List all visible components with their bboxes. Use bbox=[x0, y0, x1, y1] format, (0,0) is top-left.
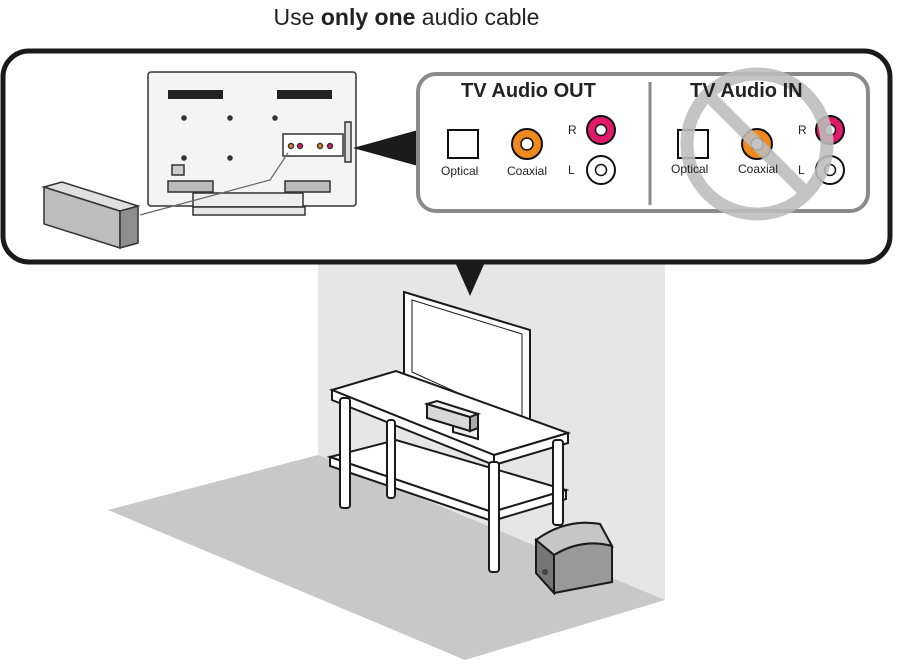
callout-pointer bbox=[455, 262, 485, 296]
bass-module-icon bbox=[534, 521, 614, 596]
zoom-pointer bbox=[353, 130, 418, 166]
left-in-label: L bbox=[798, 163, 805, 177]
optical-in-label: Optical bbox=[671, 162, 709, 176]
optical-out-label: Optical bbox=[441, 164, 479, 178]
optical-out-port bbox=[447, 129, 479, 159]
left-out-label: L bbox=[568, 163, 575, 177]
title-prefix: Use bbox=[273, 4, 321, 30]
out-connectors bbox=[447, 115, 616, 185]
audio-out-heading: TV Audio OUT bbox=[461, 80, 596, 102]
room-floor bbox=[108, 455, 665, 660]
connector-panel bbox=[416, 72, 870, 213]
soundbar-icon bbox=[41, 181, 141, 250]
prohibited-icon bbox=[680, 67, 834, 221]
instruction-title: Use only one audio cable bbox=[0, 4, 813, 31]
audio-in-heading: TV Audio IN bbox=[690, 80, 803, 102]
right-in-label: R bbox=[798, 123, 807, 137]
coaxial-out-label: Coaxial bbox=[507, 164, 548, 178]
title-emphasis: only one bbox=[320, 4, 416, 30]
right-out-label: R bbox=[568, 123, 577, 137]
coaxial-in-label: Coaxial bbox=[738, 162, 779, 176]
title-suffix: audio cable bbox=[415, 4, 540, 30]
tv-stand-icon bbox=[326, 290, 572, 573]
tv-back-icon bbox=[139, 71, 357, 216]
